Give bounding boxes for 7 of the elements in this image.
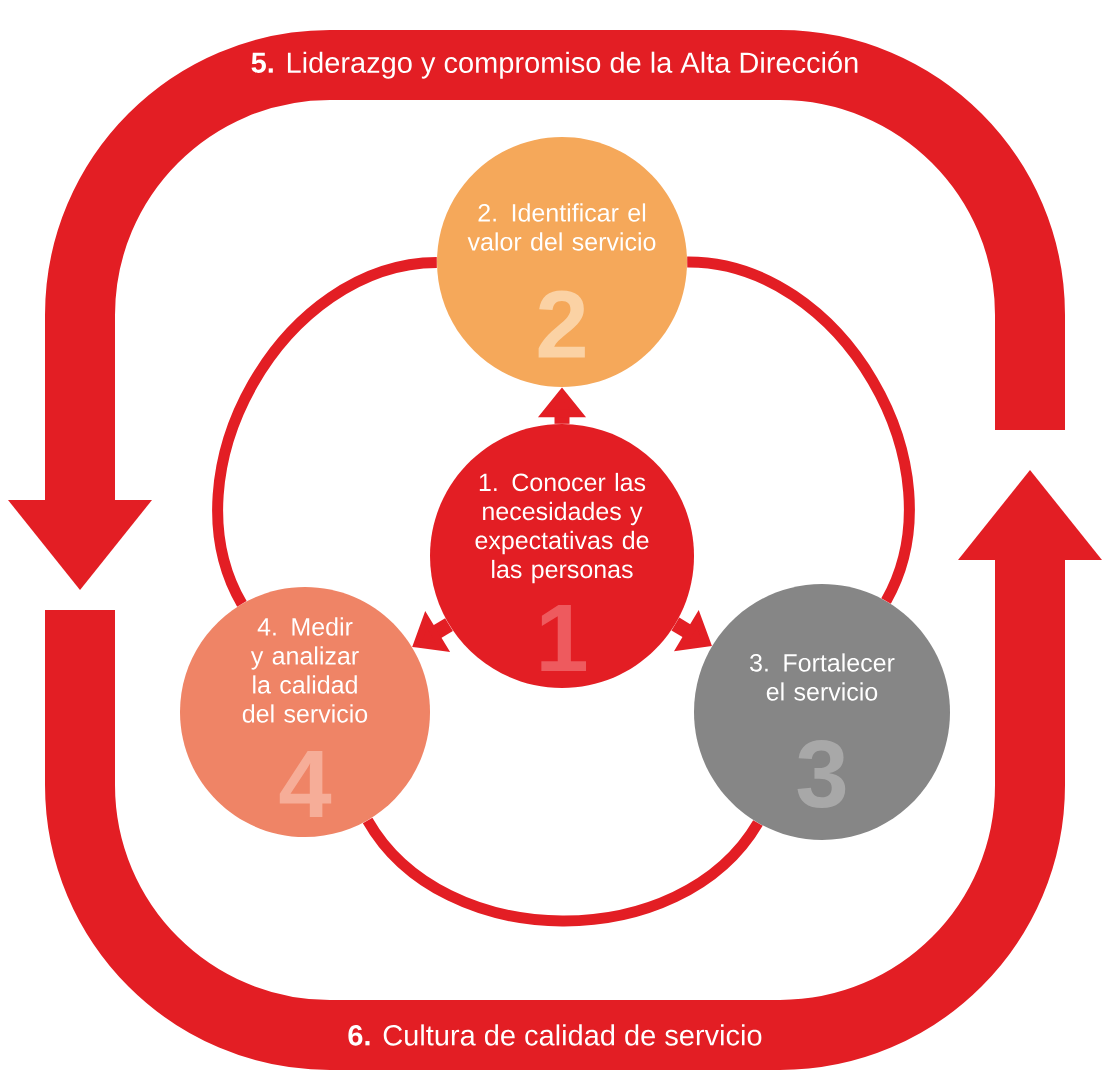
band-label: 5. Liderazgo y compromiso de la Alta Dirección xyxy=(251,51,858,79)
large-numeral: 1 xyxy=(541,605,587,671)
ring-line xyxy=(363,817,763,927)
band-label: 6. Cultura de calidad de servicio xyxy=(348,1024,762,1046)
ring-line xyxy=(686,256,915,604)
ring-line xyxy=(212,257,438,607)
large-numeral: 2 xyxy=(538,290,585,358)
